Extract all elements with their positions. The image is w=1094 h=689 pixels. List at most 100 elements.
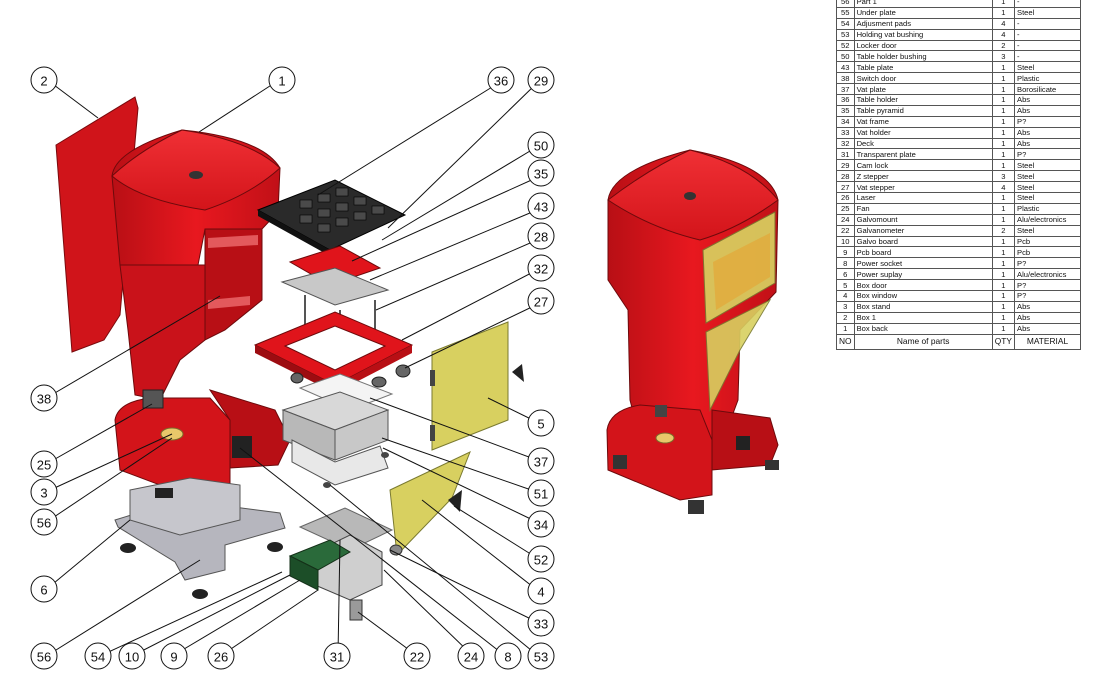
part-material: - xyxy=(1014,28,1081,41)
part-callout: 6 xyxy=(30,575,58,603)
table-plate xyxy=(280,267,390,306)
callout-number: 1 xyxy=(278,74,285,89)
part-qty: 1 xyxy=(991,192,1016,204)
callout-circle xyxy=(118,642,146,670)
callout-circle xyxy=(403,642,431,670)
callout-number: 8 xyxy=(504,650,511,665)
part-qty: 1 xyxy=(991,322,1016,335)
part-name: Table pyramid xyxy=(853,104,993,117)
callout-number: 36 xyxy=(494,74,508,89)
part-name: Vat plate xyxy=(853,83,993,96)
part-material: Abs xyxy=(1014,137,1081,150)
callout-circle xyxy=(30,575,58,603)
part-name: Box 1 xyxy=(853,311,993,324)
callout-circle xyxy=(527,159,555,187)
header-name: Name of parts xyxy=(853,333,993,350)
part-name: Cam lock xyxy=(853,159,993,172)
part-callout: 56 xyxy=(30,508,58,536)
callout-number: 5 xyxy=(537,417,544,432)
part-callout: 28 xyxy=(527,222,555,250)
part-name: Vat holder xyxy=(853,126,993,139)
callout-number: 37 xyxy=(534,455,548,470)
callout-circle xyxy=(527,192,555,220)
callout-number: 33 xyxy=(534,617,548,632)
part-qty: 1 xyxy=(991,235,1016,248)
galvo-assembly xyxy=(288,534,403,621)
row-number: 3 xyxy=(836,300,855,313)
part-name: Part 1 xyxy=(853,0,993,8)
callout-circle xyxy=(30,384,58,412)
callout-number: 29 xyxy=(534,74,548,89)
callout-number: 50 xyxy=(534,139,548,154)
part-qty: 1 xyxy=(991,311,1016,324)
part-material: Abs xyxy=(1014,94,1081,106)
part-material: - xyxy=(1014,50,1081,63)
part-name: Switch door xyxy=(853,72,993,85)
part-qty: 1 xyxy=(991,137,1016,150)
part-name: Vat stepper xyxy=(853,181,993,194)
vat-stepper-knobs xyxy=(290,364,411,388)
part-name: Fan xyxy=(853,202,993,215)
callout-circle xyxy=(494,642,522,670)
part-name: Holding vat bushing xyxy=(853,28,993,41)
row-number: 37 xyxy=(836,83,855,96)
callout-number: 28 xyxy=(534,230,548,245)
part-qty: 1 xyxy=(991,61,1016,74)
part-name: Laser xyxy=(853,192,993,204)
row-number: 10 xyxy=(836,235,855,248)
exploded-assembly xyxy=(55,96,524,621)
part-callout: 33 xyxy=(527,609,555,637)
part-callout: 1 xyxy=(268,66,296,94)
part-qty: 1 xyxy=(991,279,1016,292)
part-material: Plastic xyxy=(1014,72,1081,85)
part-qty: 1 xyxy=(991,115,1016,128)
part-material: Abs xyxy=(1014,104,1081,117)
part-material: Steel xyxy=(1014,181,1081,194)
part-callout: 34 xyxy=(527,510,555,538)
vat-frame xyxy=(281,391,390,488)
callout-number: 6 xyxy=(40,583,47,598)
part-callout: 31 xyxy=(323,642,351,670)
part-name: Box back xyxy=(853,322,993,335)
part-material: P? xyxy=(1014,115,1081,128)
part-material: Steel xyxy=(1014,224,1081,237)
part-callout: 37 xyxy=(527,447,555,475)
row-number: 38 xyxy=(836,72,855,85)
part-material: Plastic xyxy=(1014,202,1081,215)
callout-circle xyxy=(527,287,555,315)
callout-number: 22 xyxy=(410,650,424,665)
callout-number: 51 xyxy=(534,487,548,502)
callout-circle xyxy=(527,609,555,637)
part-material: - xyxy=(1014,17,1081,30)
part-callout: 53 xyxy=(527,642,555,670)
callout-number: 9 xyxy=(170,650,177,665)
row-number: 26 xyxy=(836,192,855,204)
callout-circle xyxy=(268,66,296,94)
callout-number: 25 xyxy=(37,458,51,473)
row-number: 6 xyxy=(836,268,855,281)
callout-circle xyxy=(487,66,515,94)
part-callout: 24 xyxy=(457,642,485,670)
part-name: Power socket xyxy=(853,257,993,270)
callout-circle xyxy=(30,478,58,506)
assembled-view xyxy=(606,149,779,514)
part-name: Galvo board xyxy=(853,235,993,248)
part-name: Deck xyxy=(853,137,993,150)
part-material: Steel xyxy=(1014,192,1081,204)
row-number: 54 xyxy=(836,17,855,30)
part-callout: 43 xyxy=(527,192,555,220)
callout-number: 56 xyxy=(37,516,51,531)
